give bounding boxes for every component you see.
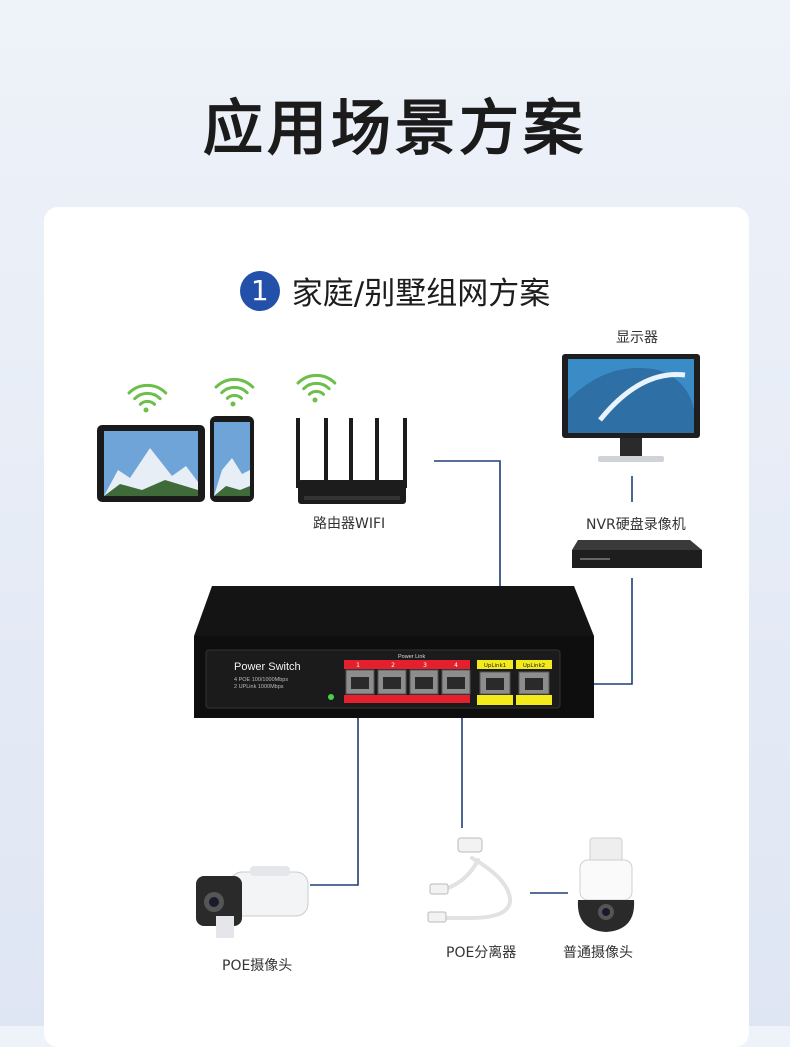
monitor-label: 显示器 bbox=[616, 330, 658, 346]
switch-brand-label: Power Switch bbox=[234, 661, 301, 673]
router-label: 路由器WIFI bbox=[313, 516, 386, 532]
poe-splitter-label: POE分离器 bbox=[446, 945, 517, 961]
router-icon bbox=[296, 418, 407, 504]
phone-icon bbox=[210, 416, 254, 502]
port-number-1: 1 bbox=[356, 662, 360, 669]
section-title: 1 家庭/别墅组网方案 bbox=[0, 268, 790, 313]
normal-camera-label: 普通摄像头 bbox=[563, 945, 633, 961]
tablet-icon bbox=[97, 425, 205, 502]
uplink2-band bbox=[516, 660, 552, 669]
section-number-badge: 1 bbox=[239, 270, 280, 311]
power-led bbox=[328, 694, 334, 700]
poe-port-band bbox=[344, 660, 470, 669]
port-number-4: 4 bbox=[454, 662, 458, 669]
uplink2-label: UpLink2 bbox=[523, 663, 545, 669]
splitter-plugs bbox=[427, 837, 483, 923]
port-header-label: Power Link bbox=[398, 654, 425, 660]
rj45-port-3 bbox=[409, 669, 439, 695]
switch-spec-poe: 4 POE 100/1000Mbps bbox=[234, 677, 288, 683]
page-title: 应用场景方案 bbox=[203, 94, 587, 164]
poe-splitter-icon bbox=[436, 856, 513, 920]
ptz-camera-icon bbox=[577, 837, 635, 932]
power-switch-device: Power Switch 4 POE 100/1000Mbps 2 UPLink… bbox=[194, 586, 594, 718]
wifi-icon bbox=[296, 373, 337, 403]
nvr-icon bbox=[572, 540, 702, 568]
nvr-label: NVR硬盘录像机 bbox=[586, 517, 686, 533]
switch-spec-uplink: 2 UPLink 1000Mbps bbox=[234, 684, 284, 690]
port-number-2: 2 bbox=[391, 662, 395, 669]
poe-camera-label: POE摄像头 bbox=[222, 958, 293, 974]
bullet-camera-icon bbox=[196, 866, 309, 938]
wifi-icon bbox=[127, 383, 168, 413]
port1-to-poe-camera-line bbox=[310, 700, 359, 886]
wifi-icon bbox=[214, 377, 255, 407]
uplink1-band bbox=[477, 660, 513, 669]
uplink1-label: UpLink1 bbox=[484, 663, 506, 669]
network-diagram: Power Switch 4 POE 100/1000Mbps 2 UPLink… bbox=[97, 354, 702, 938]
section-title-text: 家庭/别墅组网方案 bbox=[291, 276, 551, 312]
monitor-icon bbox=[562, 354, 700, 462]
port-number-3: 3 bbox=[423, 662, 427, 669]
